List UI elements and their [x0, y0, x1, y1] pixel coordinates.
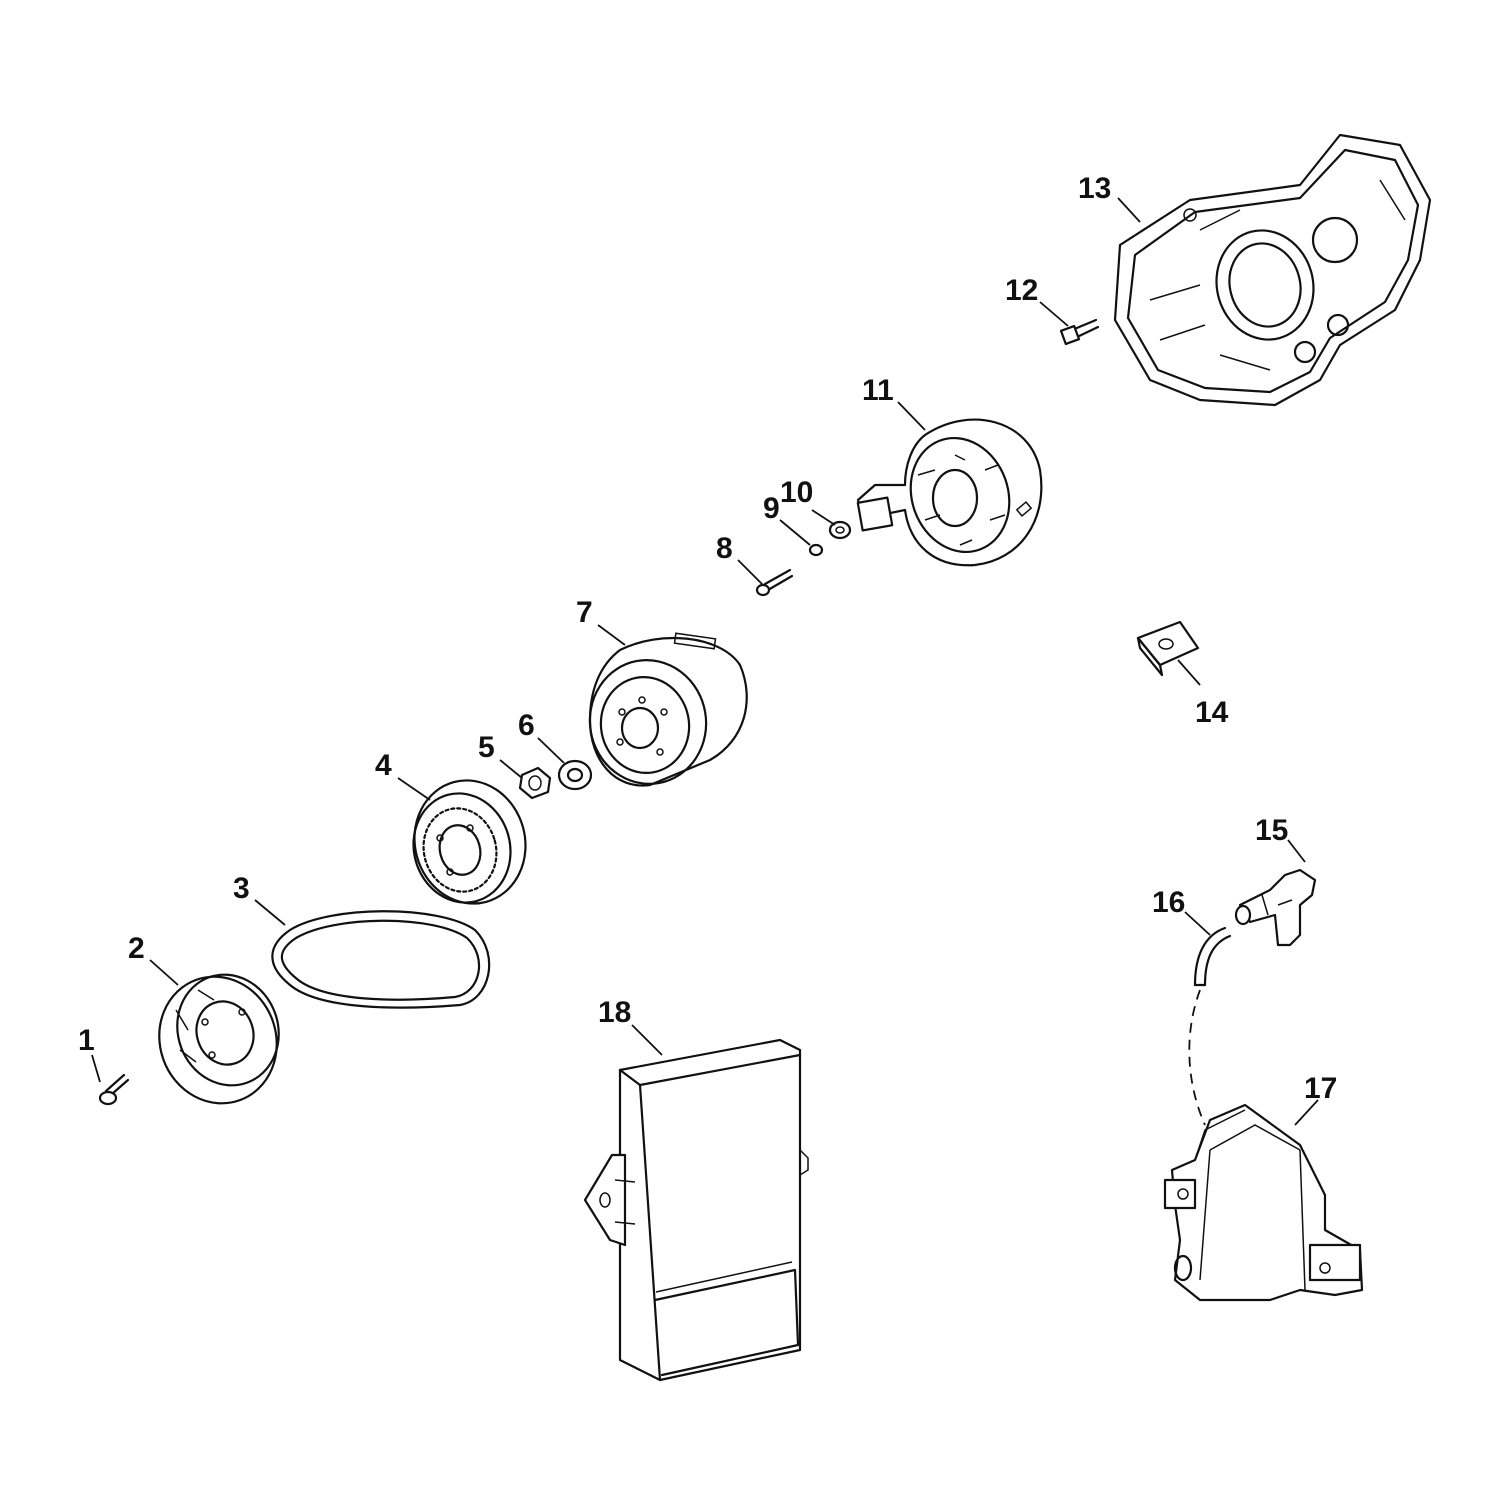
callout-3: 3: [233, 872, 250, 905]
part-1-bolt: [98, 1073, 130, 1106]
callout-10: 10: [780, 476, 813, 509]
part-10-washer: [828, 520, 852, 540]
callout-1: 1: [78, 1024, 95, 1057]
callout-18: 18: [598, 996, 631, 1029]
part-12-bolt: [1059, 318, 1100, 346]
callout-4: 4: [375, 749, 392, 782]
callout-2: 2: [128, 932, 145, 965]
part-17-ignition-coil: [1163, 1103, 1364, 1302]
callout-8: 8: [716, 532, 733, 565]
part-3-belt: [271, 910, 491, 1009]
part-8-bolt: [755, 568, 794, 597]
part-7-flywheel: [588, 632, 748, 787]
callout-16: 16: [1152, 886, 1185, 919]
callout-labels: 1 2 3 4 5 6 7 8 9 10 11 12 13 14 15 16 1…: [78, 172, 1337, 1105]
part-2-drive-pulley: [158, 973, 280, 1105]
callout-6: 6: [518, 709, 535, 742]
part-9-lock-washer: [808, 543, 824, 557]
part-13-crankcase-cover: [1113, 133, 1432, 407]
part-11-stator: [856, 418, 1043, 567]
part-4-sprocket: [412, 779, 527, 905]
part-6-washer: [557, 759, 593, 791]
callout-17: 17: [1304, 1072, 1337, 1105]
part-16-wire-lead: [1188, 926, 1232, 1126]
part-18-cdi-module: [583, 1038, 809, 1382]
callout-11: 11: [862, 374, 894, 407]
part-5-nut: [518, 766, 552, 800]
callout-13: 13: [1078, 172, 1111, 205]
callout-12: 12: [1005, 274, 1038, 307]
callout-7: 7: [576, 596, 593, 629]
part-15-spark-plug-cap: [1234, 868, 1317, 947]
part-14-clip-nut: [1136, 620, 1200, 677]
callout-9: 9: [763, 492, 780, 525]
leader-lines: [91, 197, 1319, 1126]
callout-14: 14: [1195, 696, 1229, 729]
callout-15: 15: [1255, 814, 1288, 847]
callout-5: 5: [478, 731, 495, 764]
